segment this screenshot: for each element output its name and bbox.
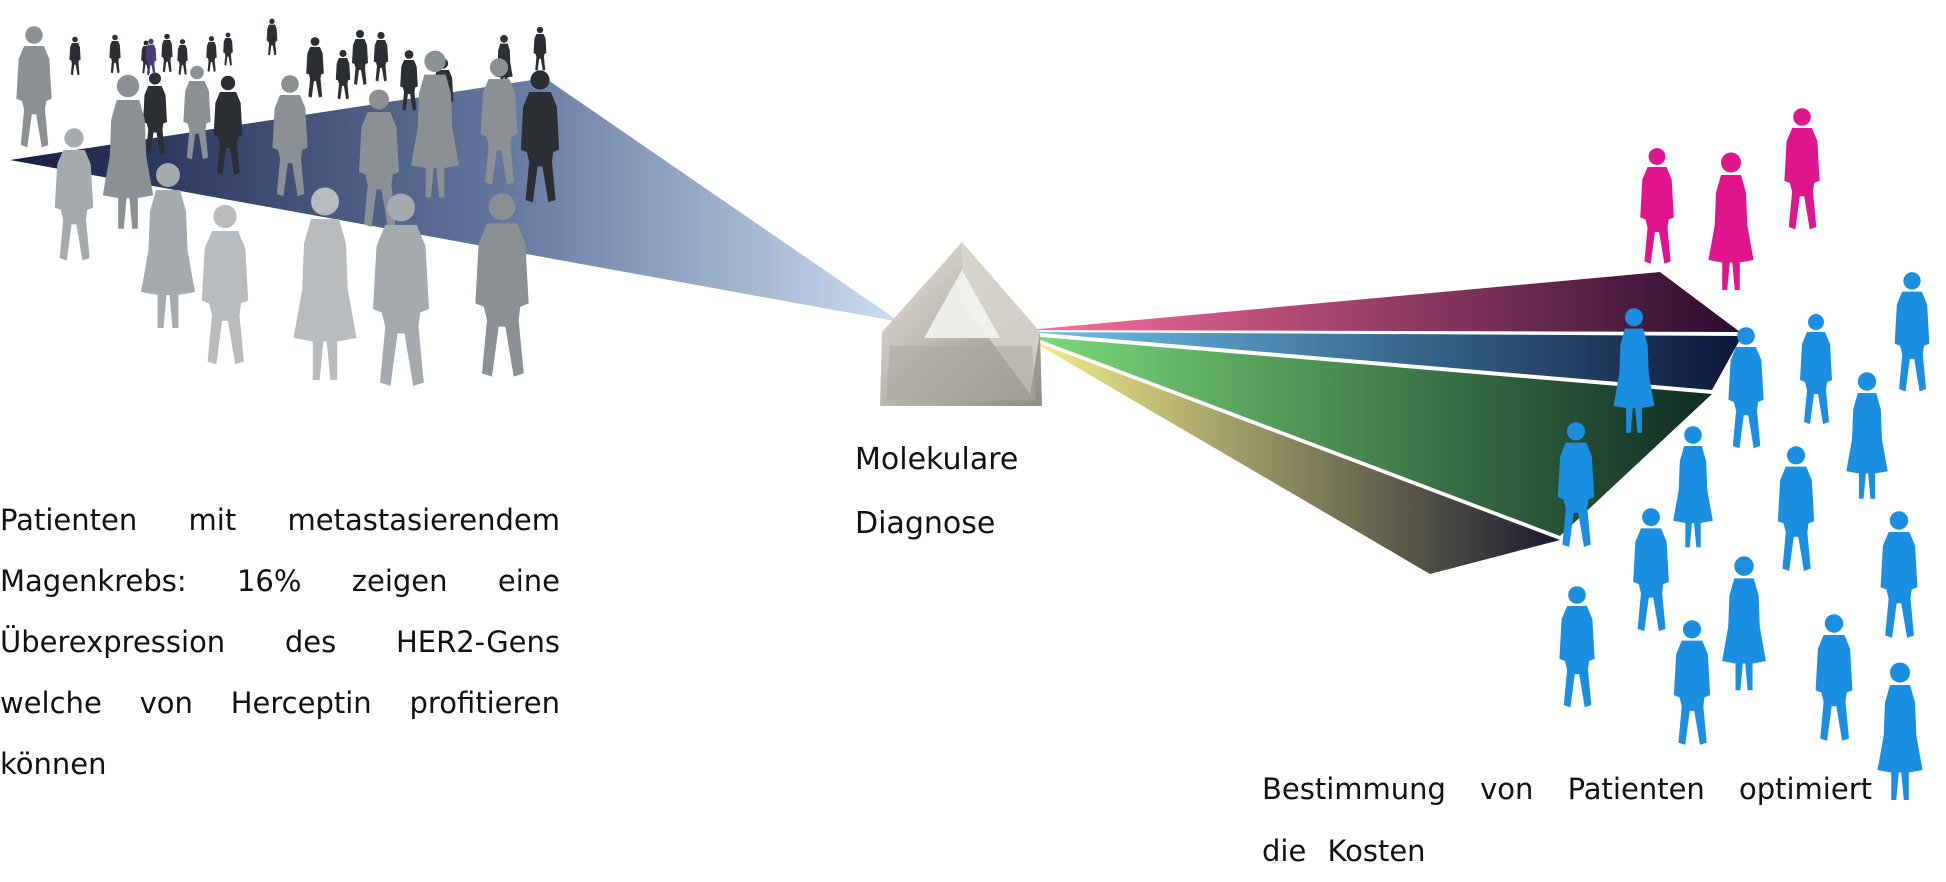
patient-group-responders bbox=[1640, 108, 1820, 290]
crowd-caption-line: Überexpression des HER2-Gens bbox=[0, 625, 560, 659]
outcome-caption-line: die Kosten bbox=[1262, 834, 1426, 868]
diagram-canvas bbox=[10, 18, 1930, 800]
prism-label: Molekulare Diagnose bbox=[855, 428, 1075, 556]
crowd-caption-line: welche von Herceptin profitieren bbox=[0, 686, 560, 720]
prism-label-line: Diagnose bbox=[855, 506, 996, 541]
crowd-caption-line: Patienten mit metastasierendem bbox=[0, 503, 560, 537]
crowd-caption: Patienten mit metastasierendem Magenkreb… bbox=[0, 490, 560, 795]
outcome-caption-line: Bestimmung von Patienten optimiert bbox=[1262, 772, 1872, 806]
beam-green bbox=[1030, 336, 1712, 536]
crowd-caption-line: Magenkrebs: 16% zeigen eine bbox=[0, 564, 560, 598]
beam-blue bbox=[1030, 332, 1742, 390]
prism bbox=[880, 242, 1042, 406]
outcome-caption: Bestimmung von Patienten optimiert die K… bbox=[1262, 758, 1872, 882]
beam-yellow bbox=[1030, 340, 1560, 574]
spectrum-beams bbox=[1028, 272, 1742, 574]
beam-magenta bbox=[1028, 272, 1740, 332]
crowd-caption-line: können bbox=[0, 747, 107, 781]
prism-label-line: Molekulare bbox=[855, 442, 1019, 477]
